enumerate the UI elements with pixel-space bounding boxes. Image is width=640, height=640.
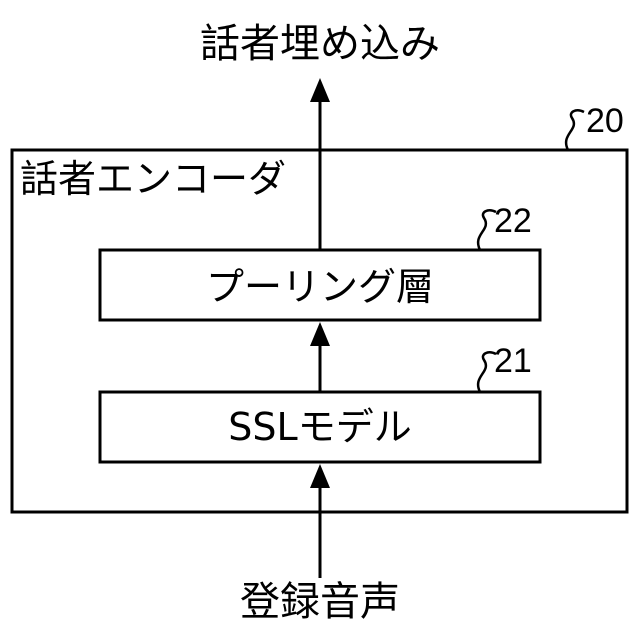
ref-number-22: 22: [494, 204, 532, 238]
pooling-to-output-arrowhead: [310, 78, 330, 102]
ref-20-leader: [566, 110, 584, 150]
ref-number-20: 20: [586, 104, 624, 138]
ref-number-21: 21: [494, 344, 532, 378]
pooling-layer-label: プーリング層: [100, 268, 540, 306]
input-to-ssl-arrowhead: [310, 464, 330, 488]
ssl-to-pooling-arrowhead: [310, 322, 330, 346]
input-label-enrollment-speech: 登録音声: [190, 582, 450, 622]
ssl-model-label: SSLモデル: [100, 408, 540, 446]
output-label-speaker-embedding: 話者埋め込み: [190, 24, 450, 64]
speaker-encoder-label: 話者エンコーダ: [20, 160, 286, 198]
